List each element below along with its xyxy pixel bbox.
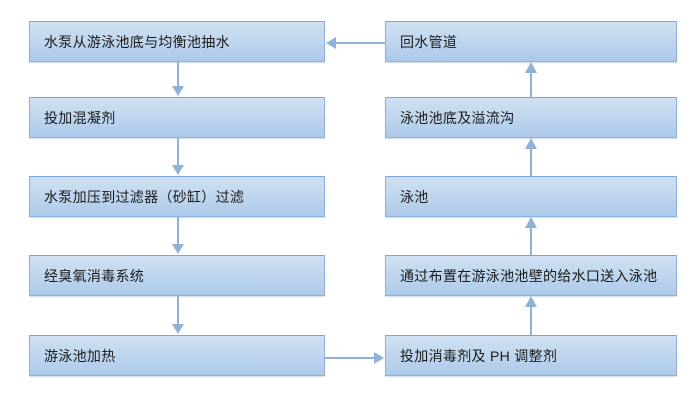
arrow-disinfectant-to-inlet [525, 296, 537, 335]
node-inlet-supply[interactable]: 通过布置在游泳池池壁的给水口送入泳池 [385, 255, 677, 296]
node-pool-bottom[interactable]: 泳池池底及溢流沟 [385, 97, 677, 138]
node-disinfectant[interactable]: 投加消毒剂及 PH 调整剂 [385, 335, 677, 376]
node-sand-filter-label: 水泵加压到过滤器（砂缸）过滤 [44, 188, 245, 205]
arrow-ozone-to-heating [172, 296, 184, 334]
node-inlet-supply-label: 通过布置在游泳池池壁的给水口送入泳池 [400, 267, 658, 284]
node-coagulant[interactable]: 投加混凝剂 [29, 97, 325, 138]
arrow-return-to-pump [326, 37, 385, 49]
node-ozone-label: 经臭氧消毒系统 [44, 267, 145, 284]
node-sand-filter[interactable]: 水泵加压到过滤器（砂缸）过滤 [29, 176, 325, 217]
node-coagulant-label: 投加混凝剂 [44, 109, 116, 126]
arrow-pool-to-bottom [525, 138, 537, 176]
node-pool-heating-label: 游泳池加热 [44, 347, 116, 364]
node-pump-intake[interactable]: 水泵从游泳池底与均衡池抽水 [29, 21, 325, 62]
node-pool-bottom-label: 泳池池底及溢流沟 [400, 109, 515, 126]
arrow-inlet-to-pool [525, 217, 537, 255]
node-pool-heating[interactable]: 游泳池加热 [29, 335, 325, 376]
node-pool-label: 泳池 [400, 188, 429, 205]
node-pool[interactable]: 泳池 [385, 176, 677, 217]
node-ozone[interactable]: 经臭氧消毒系统 [29, 255, 325, 296]
arrow-pump-to-coagulant [172, 62, 184, 96]
node-pump-intake-label: 水泵从游泳池底与均衡池抽水 [44, 33, 230, 50]
arrow-filter-to-ozone [172, 217, 184, 254]
arrow-coagulant-to-filter [172, 138, 184, 175]
arrow-heating-to-disinfectant [325, 352, 384, 364]
node-return-pipe[interactable]: 回水管道 [385, 21, 677, 62]
node-disinfectant-label: 投加消毒剂及 PH 调整剂 [400, 347, 558, 364]
node-return-pipe-label: 回水管道 [400, 33, 458, 50]
arrow-bottom-to-return [525, 62, 537, 97]
